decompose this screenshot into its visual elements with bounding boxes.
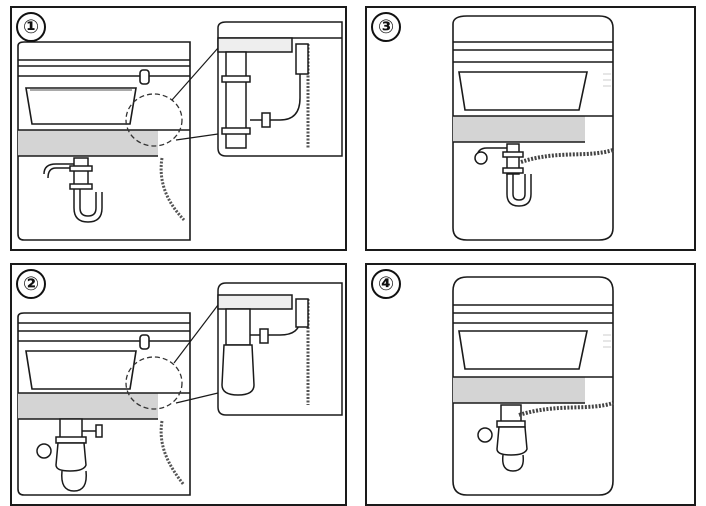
step-number-badge: ① (16, 12, 46, 42)
step-3-illustration (452, 15, 614, 241)
drain-hose (159, 420, 186, 486)
drain-hose (518, 401, 614, 417)
step-1-illustration (17, 21, 343, 241)
drain-hose (520, 148, 614, 164)
step-number-badge: ③ (371, 12, 401, 42)
step-3-panel: ③ (365, 6, 696, 251)
detail-view (217, 282, 343, 416)
sink-cabinet-scene (452, 15, 614, 241)
step-number-badge: ④ (371, 269, 401, 299)
drain-trap (474, 143, 532, 207)
step-2-illustration (17, 282, 343, 496)
garbage-disposal (36, 418, 103, 492)
sink-cabinet-scene (452, 276, 614, 496)
sink-cabinet-scene (17, 312, 191, 496)
step-4-panel: ④ (365, 263, 696, 506)
sink-cabinet-scene (17, 41, 191, 241)
step-4-illustration (452, 276, 614, 496)
garbage-disposal (477, 404, 528, 472)
step-2-panel: ② (10, 263, 347, 506)
detail-view (217, 21, 343, 157)
step-number-badge: ② (16, 269, 46, 299)
magnifier-callout (125, 93, 183, 147)
magnifier-callout (125, 356, 183, 410)
step-1-panel: ① (10, 6, 347, 251)
drain-trap (43, 157, 103, 223)
